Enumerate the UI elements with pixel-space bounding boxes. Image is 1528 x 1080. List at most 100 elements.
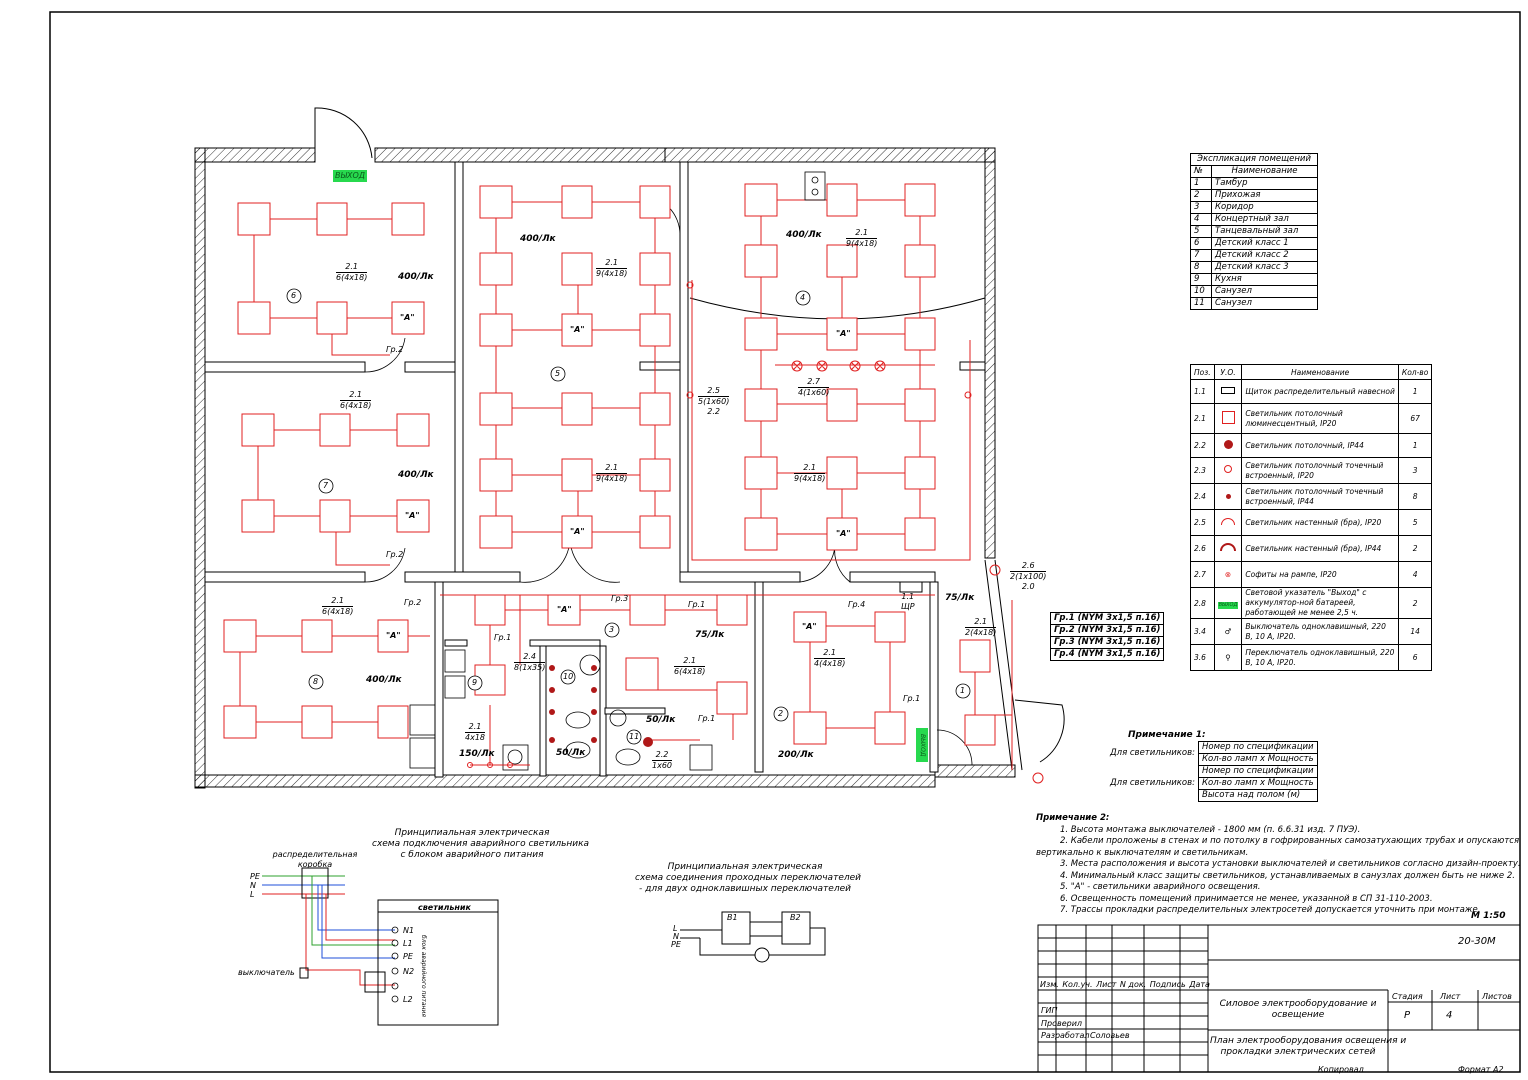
note2: Примечание 2: 1. Высота монтажа выключат…: [1036, 813, 1521, 915]
role-checked: Проверил: [1041, 1019, 1083, 1028]
entry-door: [314, 107, 373, 162]
spot-ip44-icon: [1225, 494, 1231, 499]
room-number-7: 7: [323, 481, 329, 490]
sheet-frame: [49, 11, 1521, 1073]
room-number-1: 1: [960, 686, 966, 695]
role-gip: ГИП: [1041, 1006, 1058, 1015]
sheets-header: Листов: [1482, 992, 1512, 1001]
group-label: Гр.2: [386, 550, 404, 559]
sheet-value: 4: [1446, 1010, 1453, 1021]
lux-room-4: 400/Лк: [786, 230, 822, 240]
room-number-11: 11: [629, 732, 640, 741]
table-row: Гр.2 (NYM 3х1,5 п.16): [1049, 624, 1165, 637]
emergency-mark: "А": [405, 511, 420, 520]
table-row: 3.6⚲Переключатель одноклавишный, 220 В, …: [1190, 644, 1433, 671]
exit-sign-icon: ВЫХОД: [1217, 601, 1239, 609]
room-number-circles: [286, 288, 971, 745]
exit-sign-2: ВЫХОД: [916, 728, 928, 762]
terminal-l1: L1: [403, 939, 413, 948]
ramp-lights: [791, 360, 886, 372]
table-row: Гр.4 (NYM 3х1,5 п.16): [1049, 648, 1165, 661]
emergency-mark: "А": [836, 329, 851, 338]
format-label: Формат А2: [1458, 1065, 1504, 1074]
group-label: Гр.1: [903, 694, 921, 703]
lux-room-9: 150/Лк: [459, 749, 495, 759]
backup-block-label: блок аварийного питания: [420, 935, 427, 1017]
ramp-light-icon: ⊗: [1213, 561, 1243, 588]
groups-table: Гр.1 (NYM 3х1,5 п.16) Гр.2 (NYM 3х1,5 п.…: [1049, 612, 1165, 661]
lux-room-6: 400/Лк: [398, 272, 434, 282]
room-number-3: 3: [609, 625, 615, 634]
line-pe-label: PE: [250, 872, 260, 881]
scale-label: М 1:50: [1471, 911, 1506, 921]
group-label: Гр.2: [386, 345, 404, 354]
switch-label: выключатель: [238, 968, 295, 977]
stage-header: Стадия: [1392, 992, 1423, 1001]
wiring: [239, 199, 1013, 770]
group-label: Гр.1: [688, 600, 706, 609]
note1-table: Для светильников:Номер по спецификации К…: [1107, 741, 1318, 802]
lux-room-8: 400/Лк: [366, 675, 402, 685]
terminal-l2: L2: [403, 995, 413, 1004]
table-row: Гр.1 (NYM 3х1,5 п.16): [1049, 612, 1165, 625]
room-number-6: 6: [291, 291, 297, 300]
luminaires: [223, 183, 996, 746]
line-pe-label: PE: [671, 940, 681, 949]
emergency-mark: "А": [400, 313, 415, 322]
interior-walls: [204, 161, 986, 778]
room-number-5: 5: [555, 369, 561, 378]
room-number-2: 2: [778, 709, 784, 718]
exit-sign: ВЫХОД: [333, 170, 367, 182]
lux-room-7: 400/Лк: [398, 470, 434, 480]
line-n-label: N: [673, 932, 679, 941]
emergency-mark: "А": [557, 605, 572, 614]
lux-room-1: 75/Лк: [945, 593, 975, 603]
wall-lamp-ip44-icon: [1220, 543, 1236, 551]
ceiling-lamp-ip44-icon: [1223, 439, 1233, 449]
emergency-mark: "А": [570, 325, 585, 334]
kitchen-fixtures: [409, 649, 713, 771]
developer-name: Соловьев: [1090, 1031, 1130, 1040]
room-number-8: 8: [313, 677, 319, 686]
sheet-header: Лист: [1440, 992, 1461, 1001]
emergency-mark: "А": [836, 529, 851, 538]
line-l-label: L: [250, 890, 255, 899]
wall-lamp-ip20-icon: [1221, 518, 1235, 525]
note1-title: Примечание 1:: [1128, 730, 1206, 740]
terminal-pe: PE: [403, 952, 413, 961]
panel-icon: [1221, 387, 1235, 394]
room-number-4: 4: [800, 293, 806, 302]
table-row: Гр.3 (NYM 3х1,5 п.16): [1049, 636, 1165, 649]
